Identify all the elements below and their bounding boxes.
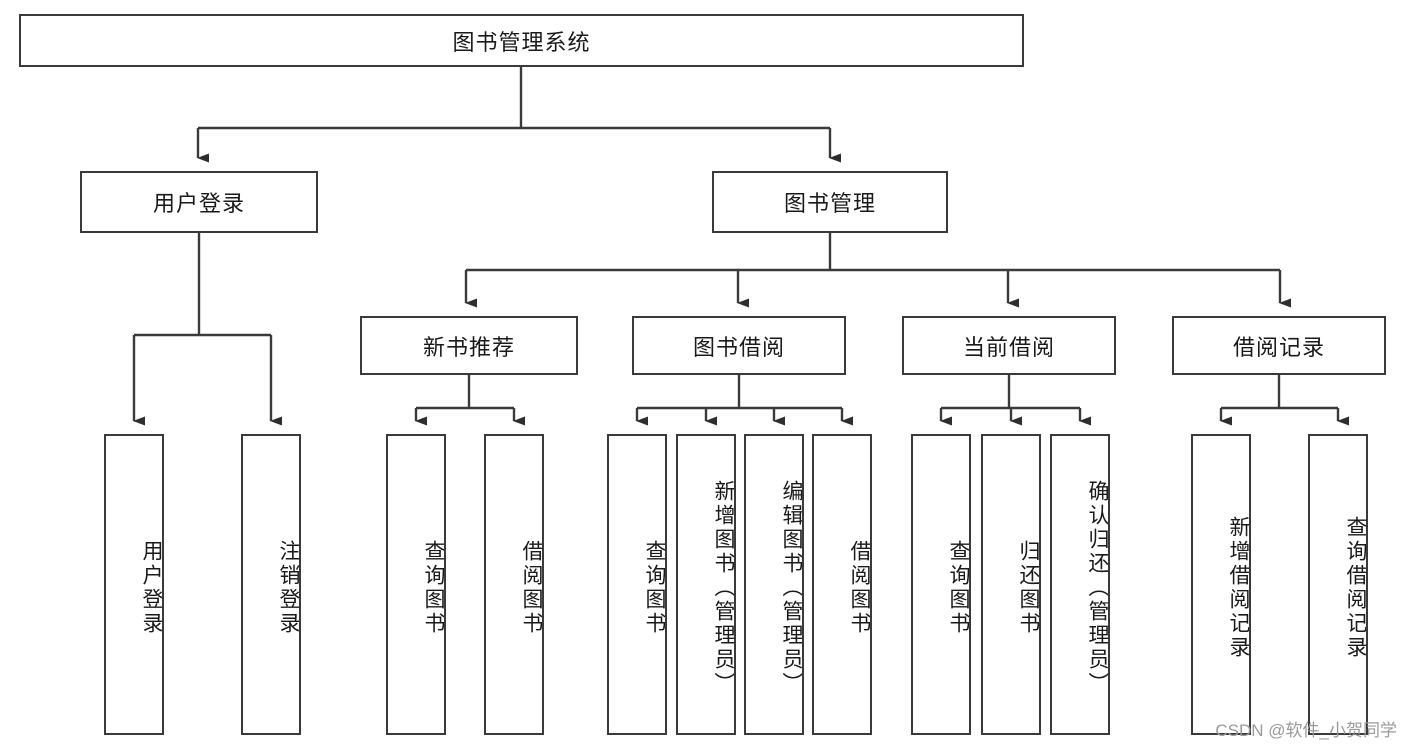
leaf-confirm-return-admin[interactable]: 确认归还（管理员） [1050, 434, 1110, 735]
leaf-query-book-borrow[interactable]: 查询图书 [607, 434, 667, 735]
watermark-text: CSDN @软件_小贺同学 [1215, 721, 1397, 740]
leaf-label: 编辑图书（管理员） [780, 479, 803, 696]
leaf-query-borrow-record[interactable]: 查询借阅记录 [1308, 434, 1368, 735]
node-book-management[interactable]: 图书管理 [712, 171, 948, 233]
leaf-label: 新增图书（管理员） [712, 479, 735, 696]
node-book-borrow[interactable]: 图书借阅 [632, 316, 846, 375]
node-borrow-record[interactable]: 借阅记录 [1172, 316, 1386, 375]
leaf-edit-book-admin[interactable]: 编辑图书（管理员） [744, 434, 804, 735]
leaf-label: 归还图书 [1017, 539, 1040, 636]
leaf-return-book[interactable]: 归还图书 [981, 434, 1041, 735]
leaf-query-book-current[interactable]: 查询图书 [911, 434, 971, 735]
leaf-query-book-recommend[interactable]: 查询图书 [386, 434, 446, 735]
leaf-user-login[interactable]: 用户登录 [104, 434, 164, 735]
node-new-book-recommend[interactable]: 新书推荐 [360, 316, 578, 375]
leaf-add-book-admin[interactable]: 新增图书（管理员） [676, 434, 736, 735]
leaf-label: 注销登录 [277, 539, 300, 636]
leaf-label: 借阅图书 [520, 539, 543, 636]
leaf-add-borrow-record[interactable]: 新增借阅记录 [1191, 434, 1251, 735]
leaf-label: 确认归还（管理员） [1086, 479, 1109, 696]
leaf-label: 新增借阅记录 [1227, 515, 1250, 660]
leaf-label: 查询借阅记录 [1344, 515, 1367, 660]
leaf-label: 查询图书 [643, 539, 666, 636]
leaf-borrow-book-recommend[interactable]: 借阅图书 [484, 434, 544, 735]
node-user-login[interactable]: 用户登录 [80, 171, 318, 233]
leaf-borrow-book[interactable]: 借阅图书 [812, 434, 872, 735]
leaf-label: 用户登录 [140, 539, 163, 636]
leaf-label: 借阅图书 [848, 539, 871, 636]
leaf-user-logout[interactable]: 注销登录 [241, 434, 301, 735]
leaf-label: 查询图书 [422, 539, 445, 636]
leaf-label: 查询图书 [947, 539, 970, 636]
node-current-borrow[interactable]: 当前借阅 [902, 316, 1116, 375]
node-root[interactable]: 图书管理系统 [19, 14, 1024, 67]
